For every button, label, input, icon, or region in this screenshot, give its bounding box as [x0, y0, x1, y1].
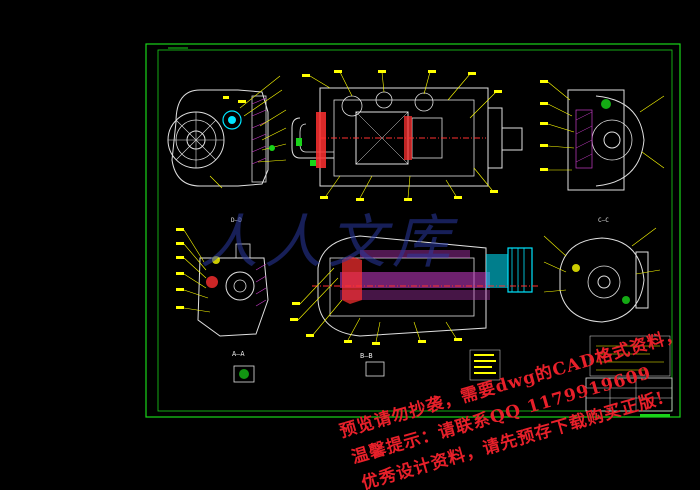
middle-left-view — [176, 228, 269, 337]
top-right-view — [540, 80, 665, 191]
section-label-a: A—A — [232, 350, 245, 358]
detail-view-a — [233, 365, 255, 383]
inner-frame — [157, 49, 673, 412]
section-label-c: C—C — [598, 217, 609, 224]
top-middle-view — [291, 70, 523, 201]
watermark-logo: 人人文库 — [200, 208, 457, 276]
middle-center-view — [290, 235, 540, 345]
middle-right-view — [543, 227, 661, 323]
title-block — [469, 335, 673, 417]
section-label-b: B—B — [360, 352, 373, 360]
section-label-d: D—D — [231, 217, 242, 224]
detail-view-b — [365, 361, 385, 377]
outer-frame — [145, 43, 681, 418]
top-left-view — [167, 75, 287, 189]
